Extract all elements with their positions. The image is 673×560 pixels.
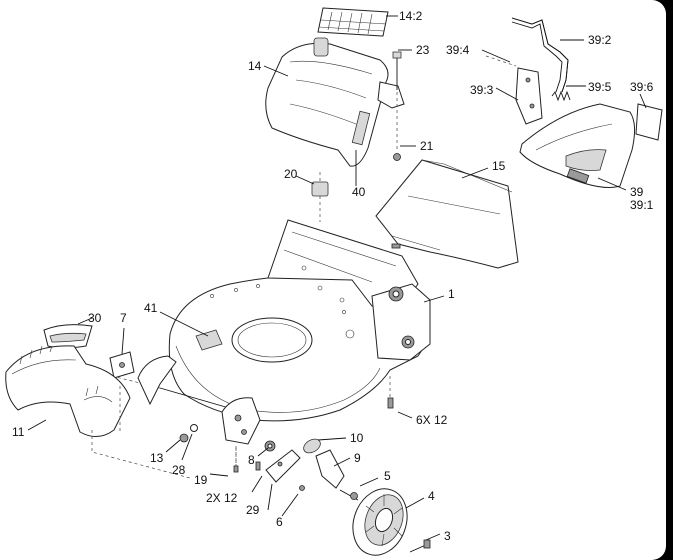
callout-20: 20 xyxy=(284,167,298,181)
callout-14-2: 14:2 xyxy=(399,9,423,23)
callout-41: 41 xyxy=(144,301,158,315)
part-11-skirt xyxy=(5,345,131,437)
callout-39-4: 39:4 xyxy=(446,43,470,57)
callout-6x12: 6X 12 xyxy=(416,413,448,427)
callout-19: 19 xyxy=(194,473,208,487)
callout-21: 21 xyxy=(420,139,434,153)
part-20-clip xyxy=(311,172,329,222)
callout-39-6: 39:6 xyxy=(630,80,654,94)
callout-15: 15 xyxy=(492,159,506,173)
callout-9: 9 xyxy=(354,451,361,465)
callout-1: 1 xyxy=(448,287,455,301)
part-39-3-bracket xyxy=(515,67,543,125)
callout-39-1: 39:1 xyxy=(630,198,654,212)
part-6-nut xyxy=(299,485,305,491)
callout-29: 29 xyxy=(246,503,260,517)
part-14-2-decal xyxy=(317,7,389,37)
callout-39-3: 39:3 xyxy=(470,83,494,97)
callout-10: 10 xyxy=(350,431,364,445)
part-13-washer xyxy=(179,433,189,443)
part-39-rear-door xyxy=(519,103,636,188)
part-10-cover xyxy=(303,438,321,454)
part-39-5-spring xyxy=(551,90,571,102)
part-39-6-seal xyxy=(635,103,663,141)
part-9-lever xyxy=(315,449,345,489)
part-23-screw xyxy=(392,51,402,90)
callout-labels: 14:2 14 23 39:4 39:2 39:3 39:5 39:6 21 1… xyxy=(12,9,654,543)
callout-2x12: 2X 12 xyxy=(206,491,238,505)
part-14-bag-front xyxy=(265,37,405,167)
part-4-wheel xyxy=(352,488,408,556)
callout-3: 3 xyxy=(444,529,451,543)
callout-6: 6 xyxy=(276,515,283,529)
part-8-bracket xyxy=(221,397,261,445)
part-1-deck xyxy=(168,219,431,422)
callout-8: 8 xyxy=(248,453,255,467)
callout-39: 39 xyxy=(630,185,644,199)
part-15-chute xyxy=(375,159,519,269)
part-2x12-screws xyxy=(235,446,261,472)
callout-39-5: 39:5 xyxy=(588,80,612,94)
callout-40: 40 xyxy=(352,185,366,199)
part-29-plate xyxy=(265,449,301,483)
callout-13: 13 xyxy=(150,451,164,465)
callout-5: 5 xyxy=(384,469,391,483)
callout-28: 28 xyxy=(172,463,186,477)
callout-4: 4 xyxy=(428,489,435,503)
part-28-nut xyxy=(190,424,198,432)
part-30-flap xyxy=(43,324,93,349)
callout-39-2: 39:2 xyxy=(588,33,612,47)
part-front-bracket xyxy=(137,355,177,406)
callout-11: 11 xyxy=(12,425,25,439)
callout-23: 23 xyxy=(416,43,430,57)
part-39-4-pin xyxy=(485,55,517,67)
part-6x12-screws xyxy=(387,376,394,409)
part-41-rod xyxy=(111,375,237,411)
callout-30: 30 xyxy=(88,311,102,325)
part-7-bracket xyxy=(109,351,135,379)
part-21-nut xyxy=(393,153,401,161)
callout-7: 7 xyxy=(120,311,127,325)
part-5-bolt xyxy=(339,489,359,501)
part-39-2-rod xyxy=(511,17,569,93)
part-19-screw xyxy=(233,448,239,473)
leader-lines xyxy=(27,15,647,541)
callout-14: 14 xyxy=(248,59,262,73)
part-3-screw xyxy=(409,539,431,553)
